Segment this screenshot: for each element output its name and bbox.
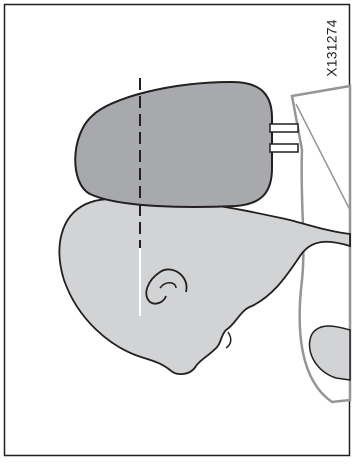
figure-code: X131274 <box>324 19 340 76</box>
headrest-icon <box>75 82 272 207</box>
chin-line <box>226 332 231 348</box>
headrest-bar-upper <box>270 124 298 132</box>
headrest-bar-lower <box>270 144 298 152</box>
figure-code-label: X131274 <box>312 8 352 88</box>
